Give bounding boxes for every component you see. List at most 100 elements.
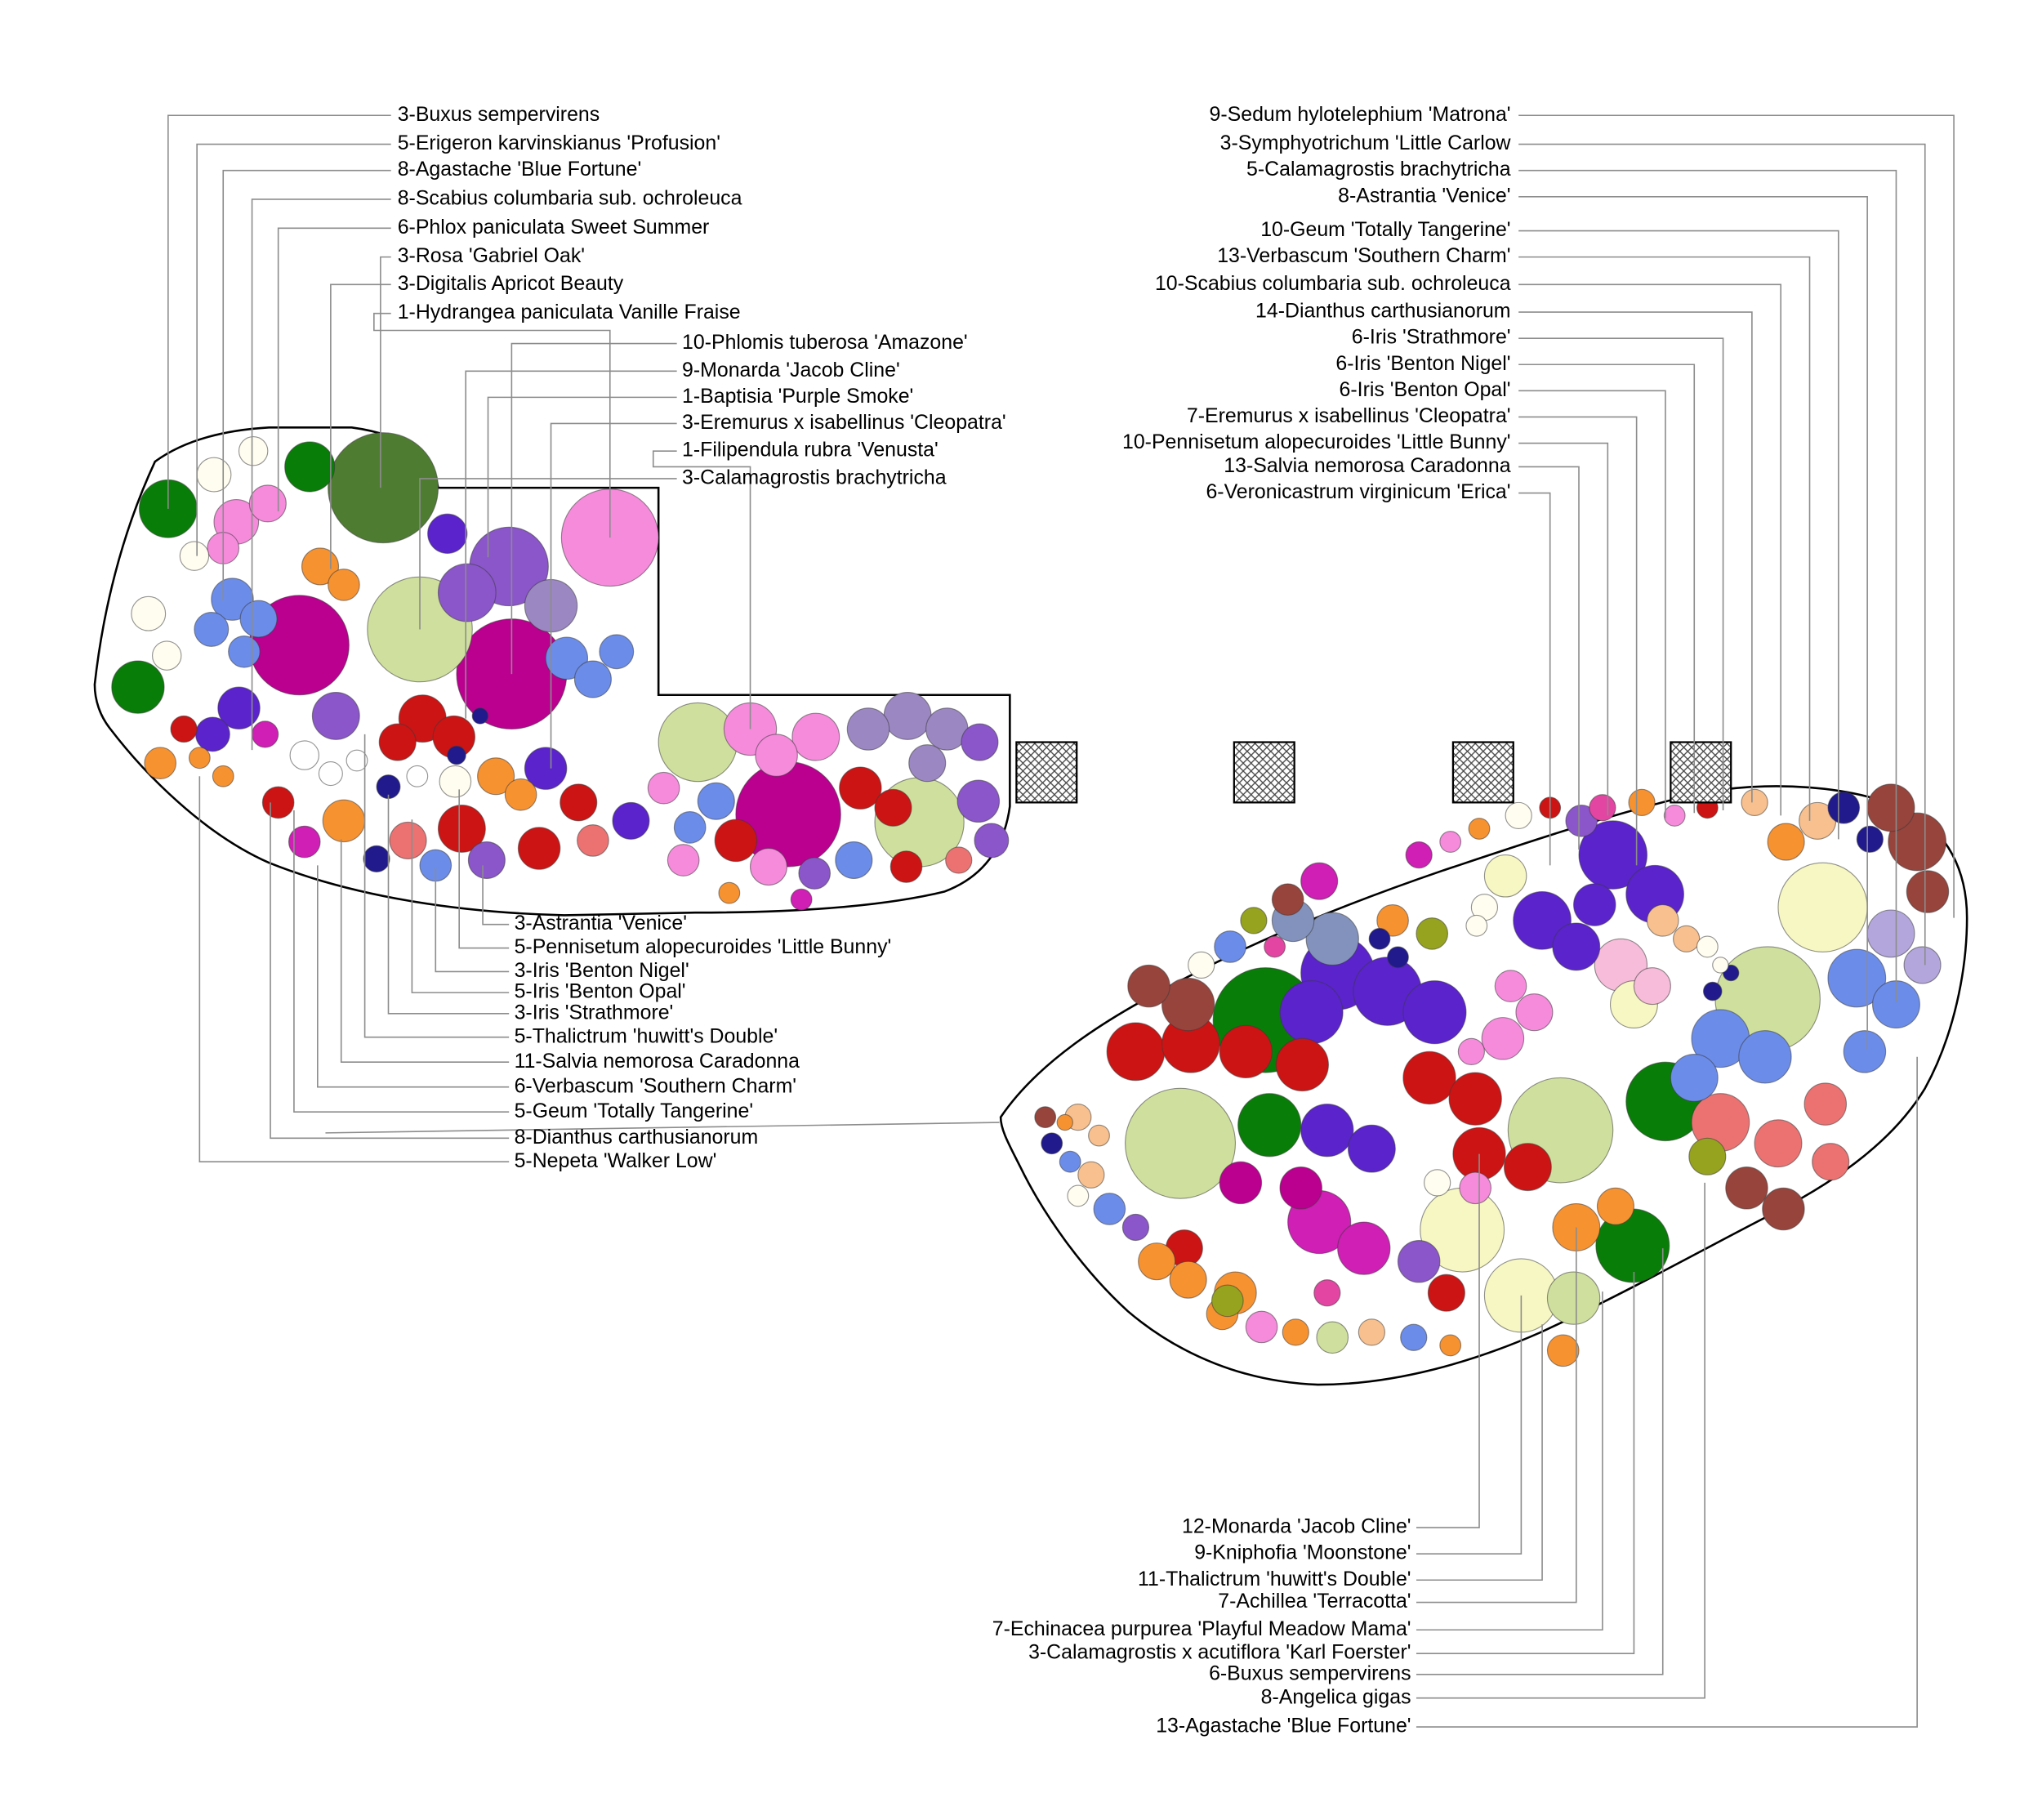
plant-circle <box>1387 946 1409 969</box>
plant-circle <box>1505 801 1532 830</box>
plant-circle <box>152 640 182 671</box>
plant-circle <box>194 716 230 752</box>
plant-circle <box>1059 1150 1081 1173</box>
plant-circle <box>217 686 261 730</box>
plant-label: 10-Phlomis tuberosa 'Amazone' <box>682 331 968 354</box>
plant-circle <box>1856 825 1884 853</box>
plant-circle <box>573 660 612 698</box>
plant-circle <box>1282 1318 1309 1346</box>
leader-line <box>387 794 510 1015</box>
leader-line <box>1518 466 1580 850</box>
paver <box>1015 741 1078 804</box>
plant-circle <box>1448 1072 1502 1126</box>
leader-line <box>465 370 677 719</box>
leader-line <box>1518 311 1753 803</box>
plant-circle <box>673 811 707 844</box>
leader-line <box>1416 1227 1577 1604</box>
plant-circle <box>1275 1037 1329 1092</box>
leader-line <box>1518 337 1724 811</box>
leader-line <box>1416 1056 1918 1728</box>
plant-circle <box>318 761 343 787</box>
paver <box>1233 741 1295 804</box>
plant-circle <box>1589 794 1616 822</box>
plant-circle <box>378 723 417 761</box>
plant-circle <box>1459 1171 1492 1205</box>
leader-line <box>482 865 510 926</box>
leader-line <box>198 776 510 1162</box>
plant-label: 5-Thalictrum 'huwitt's Double' <box>515 1024 778 1047</box>
plant-circle <box>945 846 973 874</box>
plant-circles <box>111 432 1950 1367</box>
plant-circle <box>1866 909 1915 958</box>
leader-line <box>1518 114 1955 918</box>
plant-circle <box>1402 980 1467 1045</box>
plant-circle <box>1237 1093 1302 1158</box>
leader-line <box>222 169 391 601</box>
plant-circle <box>1245 1310 1278 1344</box>
paver <box>1451 741 1514 804</box>
plant-label: 10-Pennisetum alopecuroides 'Little Bunn… <box>1122 430 1511 453</box>
plant-circle <box>504 778 537 811</box>
connector-line <box>325 1122 1000 1134</box>
plant-circle <box>471 707 489 725</box>
plant-label: 5-Iris 'Benton Opal' <box>515 980 686 1003</box>
plant-circle <box>1670 1054 1719 1102</box>
plant-circle <box>1515 993 1554 1032</box>
plant-circle <box>194 612 230 647</box>
plant-circle <box>835 841 873 880</box>
plant-circle <box>1405 841 1433 869</box>
plant-label: 8-Dianthus carthusianorum <box>515 1126 759 1149</box>
plant-label: 9-Sedum hylotelephium 'Matrona' <box>1210 103 1511 126</box>
plant-circle <box>1481 1017 1525 1060</box>
plant-circle <box>1397 1239 1441 1283</box>
plant-circle <box>790 888 813 911</box>
plant-label: 3-Symphyotrichum 'Little Carlow <box>1220 132 1512 154</box>
leader-line <box>1518 230 1839 840</box>
plant-circle <box>658 702 738 783</box>
plant-label: 13-Salvia nemorosa Caradonna <box>1224 454 1510 477</box>
plant-circle <box>1465 914 1488 937</box>
leader-line <box>270 802 510 1140</box>
leader-line <box>1518 492 1551 866</box>
plant-circle <box>1439 831 1462 853</box>
plant-circle <box>1056 1113 1073 1131</box>
leader-line <box>550 422 677 769</box>
plant-circle <box>1337 1221 1391 1275</box>
plant-circle <box>1424 1169 1451 1197</box>
plant-label: 1-Baptisia 'Purple Smoke' <box>682 385 913 408</box>
plant-circle <box>238 435 269 466</box>
plant-circle <box>284 441 336 493</box>
leader-line <box>419 478 677 630</box>
plant-circle <box>1077 1161 1105 1189</box>
plant-circle <box>1696 935 1719 958</box>
plant-circle <box>1767 823 1805 861</box>
plant-circle <box>839 766 882 810</box>
plant-label: 8-Astrantia 'Venice' <box>1338 184 1510 207</box>
plant-circle <box>517 827 561 870</box>
plant-circle <box>1358 1318 1386 1346</box>
plant-label: 12-Monarda 'Jacob Cline' <box>1182 1515 1411 1538</box>
leader-line <box>330 283 391 569</box>
plant-circle <box>1402 1051 1456 1105</box>
plant-circle <box>322 799 366 843</box>
plant-circle <box>667 844 700 877</box>
plant-circle <box>437 563 497 622</box>
plant-circle <box>1279 980 1344 1045</box>
plant-circle <box>1646 904 1679 937</box>
plant-circle <box>697 782 735 820</box>
plant-circle <box>755 734 798 777</box>
plant-circle <box>248 484 287 523</box>
plant-circle <box>1121 1213 1150 1242</box>
plant-circle <box>170 715 198 743</box>
plant-circle <box>439 765 472 798</box>
plant-circle <box>1169 1260 1207 1299</box>
paver <box>1670 741 1732 804</box>
plant-circle <box>1628 788 1656 816</box>
plant-label: 3-Buxus sempervirens <box>398 103 600 126</box>
plant-circle <box>1673 925 1701 952</box>
plant-circle <box>1457 1037 1485 1065</box>
leader-line <box>1518 169 1897 1002</box>
leader-line <box>373 312 611 538</box>
plant-circle <box>1219 1161 1263 1205</box>
